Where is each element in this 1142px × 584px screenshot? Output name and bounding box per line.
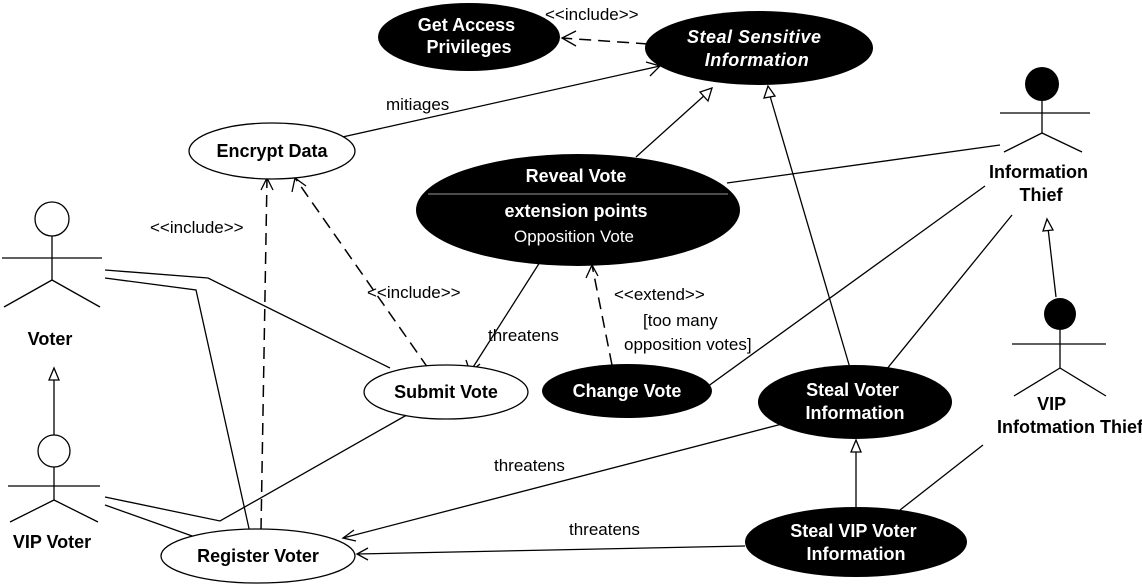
- actor-head-icon: [1044, 298, 1076, 330]
- include-connector-access: [561, 37, 649, 45]
- label-include-mid: <<include>>: [367, 283, 461, 302]
- label-threatens-register: threatens: [494, 456, 565, 475]
- svg-text:Information Thief: Information Thief: [989, 162, 1093, 205]
- svg-text:extension points: extension points: [504, 201, 647, 221]
- include-arrowhead-access: [560, 30, 577, 47]
- svg-text:Get Access Privileges: Get Access Privileges: [418, 15, 520, 57]
- svg-text:Steal Sensitive Informat: Steal Sensitive Information: [687, 27, 827, 70]
- actor-voter[interactable]: Voter: [2, 201, 102, 349]
- actor-information-thief[interactable]: Information Thief: [989, 67, 1093, 205]
- svg-text:Encrypt Data: Encrypt Data: [216, 141, 328, 161]
- svg-text:VIP Infotmation Thief: VIP Infotmation Thief: [997, 394, 1142, 437]
- use-case-register-voter[interactable]: Register Voter: [160, 528, 356, 584]
- label-condition-line2: opposition votes]: [624, 335, 752, 354]
- generalization-steal-voter: [769, 95, 851, 369]
- generalization-arrow-steal-vip: [850, 438, 862, 453]
- label-include-top: <<include>>: [545, 5, 639, 24]
- svg-text:Steal Voter Information: Steal Voter Information: [806, 380, 905, 423]
- use-case-get-access[interactable]: Get Access Privileges: [378, 3, 560, 71]
- svg-text:Register Voter: Register Voter: [197, 546, 319, 566]
- label-extend: <<extend>>: [614, 285, 705, 304]
- use-case-reveal-vote[interactable]: Reveal Vote extension points Opposition …: [416, 154, 740, 266]
- label-condition-line1: [too many: [643, 311, 718, 330]
- label-include-left: <<include>>: [150, 218, 244, 237]
- association-voter-submit: [104, 269, 391, 369]
- actor-head-icon: [1025, 67, 1059, 101]
- label-threatens-submit: threatens: [488, 326, 559, 345]
- use-case-submit-vote[interactable]: Submit Vote: [363, 364, 529, 420]
- use-case-steal-voter[interactable]: Steal Voter Information: [758, 365, 952, 439]
- association-vip-register: [104, 504, 196, 538]
- svg-text:Change Vote: Change Vote: [573, 381, 682, 401]
- association-voter-register: [104, 277, 251, 534]
- association-thief-change: [699, 185, 986, 393]
- association-vip-submit: [104, 411, 413, 522]
- svg-text:Opposition Vote: Opposition Vote: [514, 227, 634, 246]
- actor-vip-information-thief[interactable]: VIP Infotmation Thief: [997, 298, 1142, 437]
- threatens-connector-register: [342, 423, 783, 539]
- svg-text:VIP Voter: VIP Voter: [13, 532, 91, 552]
- svg-text:Steal VIP Voter Informat: Steal VIP Voter Information: [790, 521, 921, 564]
- use-case-change-vote[interactable]: Change Vote: [542, 364, 712, 418]
- association-thief-reveal: [726, 144, 1001, 184]
- label-mitigates: mitiages: [386, 95, 449, 114]
- svg-text:Reveal Vote: Reveal Vote: [526, 166, 627, 186]
- generalization-arrow-vip-thief: [1042, 217, 1055, 232]
- actor-head-icon: [37, 434, 71, 468]
- include-connector-submit: [294, 177, 429, 369]
- svg-text:Voter: Voter: [28, 329, 73, 349]
- generalization-arrow-steal-voter: [763, 84, 777, 99]
- extend-connector: [591, 264, 613, 366]
- generalization-vip-thief: [1047, 227, 1057, 298]
- mitigates-connector: [337, 65, 661, 139]
- use-case-encrypt-data[interactable]: Encrypt Data: [188, 122, 356, 180]
- use-case-steal-vip-voter[interactable]: Steal VIP Voter Information: [745, 507, 967, 577]
- association-thief-steal-voter: [885, 214, 1013, 371]
- include-connector-register: [260, 177, 268, 531]
- actor-vip-voter[interactable]: VIP Voter: [8, 434, 100, 552]
- threatens-connector-submit: [469, 261, 541, 373]
- generalization-reveal: [635, 93, 707, 158]
- threatens-arrowhead-register: [341, 529, 357, 542]
- generalization-arrow-vip-voter: [48, 366, 60, 381]
- use-case-steal-sensitive[interactable]: Steal Sensitive Information: [645, 11, 873, 85]
- generalization-arrow-reveal: [698, 86, 713, 103]
- threatens-arrowhead-vip: [355, 547, 369, 561]
- svg-text:Submit Vote: Submit Vote: [394, 382, 498, 402]
- association-vip-thief: [899, 444, 984, 511]
- threatens-connector-vip: [356, 545, 746, 555]
- actor-head-icon: [34, 201, 70, 237]
- label-threatens-vip: threatens: [569, 520, 640, 539]
